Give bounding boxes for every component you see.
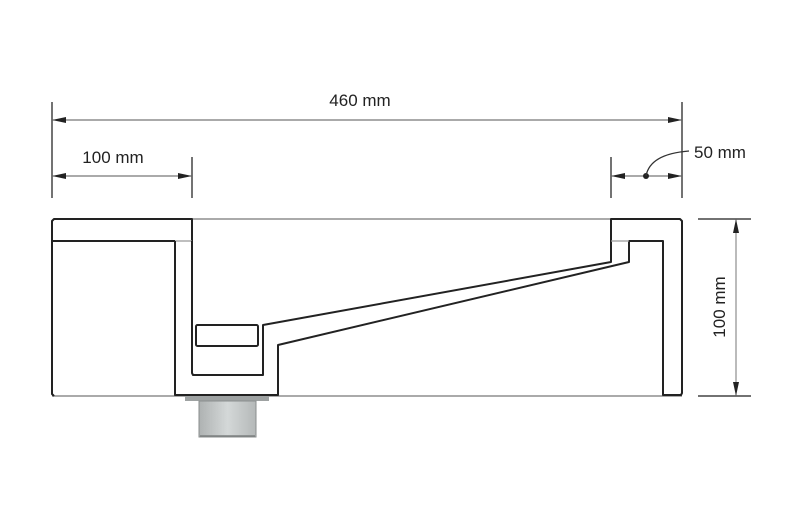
leader-line [645, 150, 690, 177]
dimension-height: 100 mm [698, 218, 751, 397]
left-ledge-outline [51, 218, 193, 397]
dimension-label-height: 100 mm [710, 276, 729, 337]
channel-and-slope-outline [174, 218, 683, 396]
dimension-label-overall: 460 mm [329, 91, 390, 110]
overflow-slot [195, 324, 259, 347]
drain-outlet [185, 396, 269, 438]
dimension-overall-width: 460 mm [51, 91, 683, 198]
dimension-left-ledge: 100 mm [52, 148, 193, 198]
dimension-label-rim: 50 mm [694, 143, 746, 162]
drain-pipe [198, 400, 257, 438]
drain-flange [185, 396, 269, 401]
dimension-label-ledge: 100 mm [82, 148, 143, 167]
dimension-right-rim: 50 mm [610, 143, 746, 198]
sink-body [51, 218, 683, 397]
